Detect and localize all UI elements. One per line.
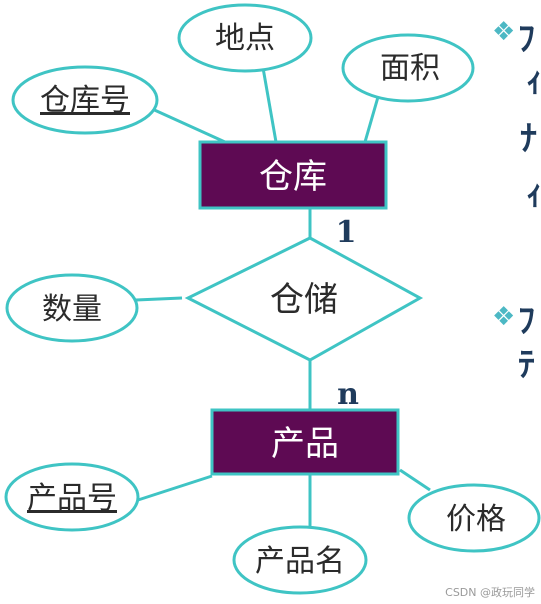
line-warehouse-id <box>149 106 226 144</box>
attr-warehouse-id-label: 仓库号 <box>40 83 130 118</box>
attr-price-label: 价格 <box>446 502 506 537</box>
attr-area-ellipse <box>341 33 475 103</box>
attr-area-label: 面积 <box>380 51 440 86</box>
attr-product-name-ellipse <box>232 525 368 595</box>
attr-location-label: 地点 <box>215 21 275 56</box>
entity-warehouse-box <box>198 140 388 210</box>
side-char-4: ｨ <box>526 174 541 214</box>
side-char-6: ﾃ <box>518 345 535 385</box>
side-char-2: ｨ <box>526 61 541 101</box>
attr-quantity-ellipse <box>5 273 139 343</box>
side-char-5: ﾌ <box>518 301 535 341</box>
watermark: CSDN @政玩同学 <box>445 586 535 599</box>
relationship-diamond <box>184 236 424 362</box>
line-price <box>399 468 431 492</box>
attr-warehouse-id-ellipse <box>11 65 159 135</box>
line-location <box>260 61 278 143</box>
cardinality-product: n <box>337 377 359 412</box>
attr-quantity-label: 数量 <box>42 292 102 327</box>
line-product-id <box>137 474 213 502</box>
attr-product-id-ellipse <box>4 462 140 532</box>
bullet-icon-2: ❖ <box>492 302 515 332</box>
attr-product-name-label: 产品名 <box>255 544 345 579</box>
side-char-1: ﾌ <box>518 19 535 59</box>
entity-warehouse-label: 仓库 <box>259 157 327 197</box>
entity-product-label: 产品 <box>271 424 339 464</box>
line-area <box>363 96 380 143</box>
entity-product-box <box>210 408 400 476</box>
line-quantity <box>135 296 183 302</box>
bullet-icon-1: ❖ <box>492 17 515 47</box>
attr-price-ellipse <box>407 483 541 553</box>
attr-product-id-label: 产品号 <box>27 481 117 516</box>
cardinality-warehouse: 1 <box>336 215 357 250</box>
relationship-label: 仓储 <box>270 280 338 320</box>
attr-location-ellipse <box>177 3 313 73</box>
side-char-3: ﾅ <box>520 119 537 159</box>
